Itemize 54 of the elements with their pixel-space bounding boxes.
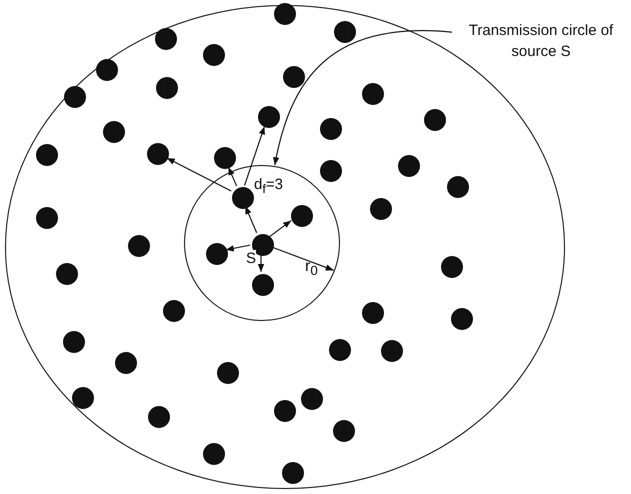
- sensor-node: [258, 106, 280, 128]
- arrow: [244, 206, 258, 234]
- sensor-node: [148, 406, 170, 428]
- edge-label: r$_{0}$: [305, 258, 318, 280]
- sensor-node: [291, 205, 313, 227]
- sensor-node: [203, 443, 225, 465]
- sensor-node: [447, 176, 469, 198]
- sensor-node: [283, 66, 305, 88]
- sensor-node: [232, 187, 254, 209]
- sensor-node: [115, 352, 137, 374]
- sensor-node: [155, 28, 177, 50]
- sensor-node: [329, 339, 351, 361]
- sensor-node: [214, 147, 236, 169]
- sensor-node: [282, 462, 304, 484]
- sensor-node: [64, 86, 86, 108]
- sensor-node: [370, 198, 392, 220]
- leader-line: [273, 30, 452, 166]
- sensor-node: [274, 3, 296, 25]
- sensor-node: [252, 274, 274, 296]
- arrow: [226, 244, 250, 252]
- sensor-node: [274, 400, 296, 422]
- sensor-node: [156, 77, 178, 99]
- sensor-node: [451, 308, 473, 330]
- sensor-node: [424, 109, 446, 131]
- sensor-node: [217, 362, 239, 384]
- sensor-node: [333, 420, 355, 442]
- sensor-node: [72, 387, 94, 409]
- sensor-node: [147, 143, 169, 165]
- sensor-node: [56, 263, 78, 285]
- sensor-node: [203, 44, 225, 66]
- sensor-node: [36, 207, 58, 229]
- sensor-node: [301, 388, 323, 410]
- sensor-node: [362, 302, 384, 324]
- sensor-node: [36, 144, 58, 166]
- sensor-node: [163, 300, 185, 322]
- sensor-node: [320, 118, 342, 140]
- sensor-node: [441, 256, 463, 278]
- sensor-node: [362, 83, 384, 105]
- sensor-node: [334, 21, 356, 43]
- sensor-node: [206, 243, 228, 265]
- sensor-node: [103, 121, 125, 143]
- arrow: [270, 220, 292, 237]
- sensor-node: [96, 59, 118, 81]
- sensor-node: [63, 331, 85, 353]
- sensor-node: [381, 340, 403, 362]
- arrow: [271, 246, 334, 271]
- sensor-node: [398, 155, 420, 177]
- arrow: [166, 158, 232, 192]
- sensor-node: [320, 160, 342, 182]
- annotation-text: Transmission circle of source S: [452, 20, 630, 62]
- arrow: [244, 126, 265, 186]
- arrow: [228, 166, 238, 186]
- arrow: [258, 254, 264, 272]
- sensor-node: [128, 235, 150, 257]
